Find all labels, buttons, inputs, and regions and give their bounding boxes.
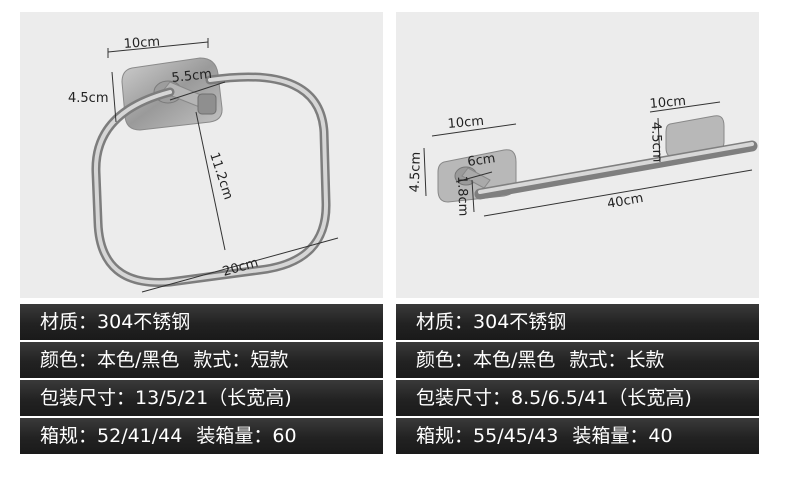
dim-label-rod: 1.8cm bbox=[454, 176, 470, 217]
spec-label: 包装尺寸： bbox=[416, 387, 512, 409]
towel-ring-highlight bbox=[93, 75, 329, 285]
dim-label-height-left: 4.5cm bbox=[408, 152, 424, 193]
dim-label-width-right: 10cm bbox=[649, 94, 687, 112]
spec-row-color-style: 颜色：本色/黑色款式：长款 bbox=[396, 342, 759, 378]
spec-label: 颜色： bbox=[416, 349, 474, 371]
spec-label: 颜色： bbox=[40, 349, 98, 371]
spec-label: 装箱量： bbox=[196, 425, 273, 447]
product-photo-bar: 10cm 4.5cm 6cm 1.8cm 40cm 10cm 4.5cm bbox=[396, 12, 759, 298]
dim-label-height-right: 4.5cm bbox=[648, 122, 664, 163]
dim-line-height bbox=[111, 71, 117, 123]
spec-row-package: 包装尺寸：8.5/6.5/41（长宽高) bbox=[396, 380, 759, 416]
dim-line-arm bbox=[455, 171, 493, 183]
spec-value: 304不锈钢 bbox=[97, 311, 191, 333]
spec-row-carton: 箱规：55/45/43 装箱量：40 bbox=[396, 418, 759, 454]
towel-ring-illustration: 10cm 4.5cm 5.5cm 11.2cm 20cm bbox=[68, 34, 339, 293]
spec-table: 材质：304不锈钢 颜色：本色/黑色款式：长款 包装尺寸：8.5/6.5/41（… bbox=[396, 304, 759, 456]
spec-label: 箱规： bbox=[40, 425, 98, 447]
spec-label: 包装尺寸： bbox=[40, 387, 136, 409]
spec-label: 材质： bbox=[416, 311, 474, 333]
dim-line-inner bbox=[195, 111, 226, 251]
dim-line-height-right bbox=[657, 117, 661, 163]
dim-label-height: 4.5cm bbox=[68, 91, 109, 106]
spec-value: 长款 bbox=[626, 349, 665, 371]
arm-left bbox=[461, 167, 491, 189]
dim-label-length: 40cm bbox=[606, 191, 644, 212]
ring-clamp bbox=[197, 93, 217, 115]
dim-line-rod bbox=[471, 179, 475, 213]
product-photo-ring: 10cm 4.5cm 5.5cm 11.2cm 20cm bbox=[20, 12, 383, 298]
spec-value: 短款 bbox=[250, 349, 289, 371]
dim-line-height-left bbox=[423, 147, 427, 197]
spec-label: 箱规： bbox=[416, 425, 474, 447]
dim-line-width-left bbox=[431, 123, 517, 137]
spec-row-carton: 箱规：52/41/44 装箱量：60 bbox=[20, 418, 383, 454]
spec-label: 款式： bbox=[569, 349, 627, 371]
dim-label-arm: 5.5cm bbox=[171, 67, 213, 86]
dim-line-length bbox=[483, 169, 753, 217]
spec-label: 装箱量： bbox=[572, 425, 649, 447]
spec-value: 本色/黑色 bbox=[473, 349, 556, 371]
spec-row-material: 材质：304不锈钢 bbox=[20, 304, 383, 340]
dim-label-width: 10cm bbox=[123, 34, 160, 51]
towel-bar-illustration: 10cm 4.5cm 6cm 1.8cm 40cm 10cm 4.5cm bbox=[408, 94, 758, 217]
spec-value: 8.5/6.5/41（长宽高) bbox=[511, 387, 692, 409]
spec-label: 材质： bbox=[40, 311, 98, 333]
spec-value: 40 bbox=[648, 425, 673, 447]
spec-row-color-style: 颜色：本色/黑色款式：短款 bbox=[20, 342, 383, 378]
dim-line-width bbox=[107, 41, 209, 53]
spec-label: 款式： bbox=[193, 349, 251, 371]
dim-line-width-right bbox=[649, 101, 721, 113]
dim-label-arm: 6cm bbox=[466, 151, 496, 170]
dim-label-width-left: 10cm bbox=[447, 114, 485, 132]
product-panel-short: 10cm 4.5cm 5.5cm 11.2cm 20cm 材质：304不锈钢 颜… bbox=[20, 12, 383, 466]
product-panel-long: 10cm 4.5cm 6cm 1.8cm 40cm 10cm 4.5cm 材质：… bbox=[396, 12, 759, 466]
dim-label-inner: 11.2cm bbox=[206, 151, 235, 202]
spec-table: 材质：304不锈钢 颜色：本色/黑色款式：短款 包装尺寸：13/5/21（长宽高… bbox=[20, 304, 383, 456]
spec-value: 52/41/44 bbox=[97, 425, 183, 447]
spec-row-package: 包装尺寸：13/5/21（长宽高) bbox=[20, 380, 383, 416]
spec-value: 60 bbox=[272, 425, 297, 447]
spec-value: 304不锈钢 bbox=[473, 311, 567, 333]
towel-rod-highlight bbox=[478, 142, 754, 194]
spec-value: 本色/黑色 bbox=[97, 349, 180, 371]
spec-row-material: 材质：304不锈钢 bbox=[396, 304, 759, 340]
dim-line-length bbox=[141, 237, 339, 293]
dim-line-arm bbox=[169, 81, 226, 101]
spec-value: 13/5/21（长宽高) bbox=[135, 387, 292, 409]
spec-value: 55/45/43 bbox=[473, 425, 559, 447]
